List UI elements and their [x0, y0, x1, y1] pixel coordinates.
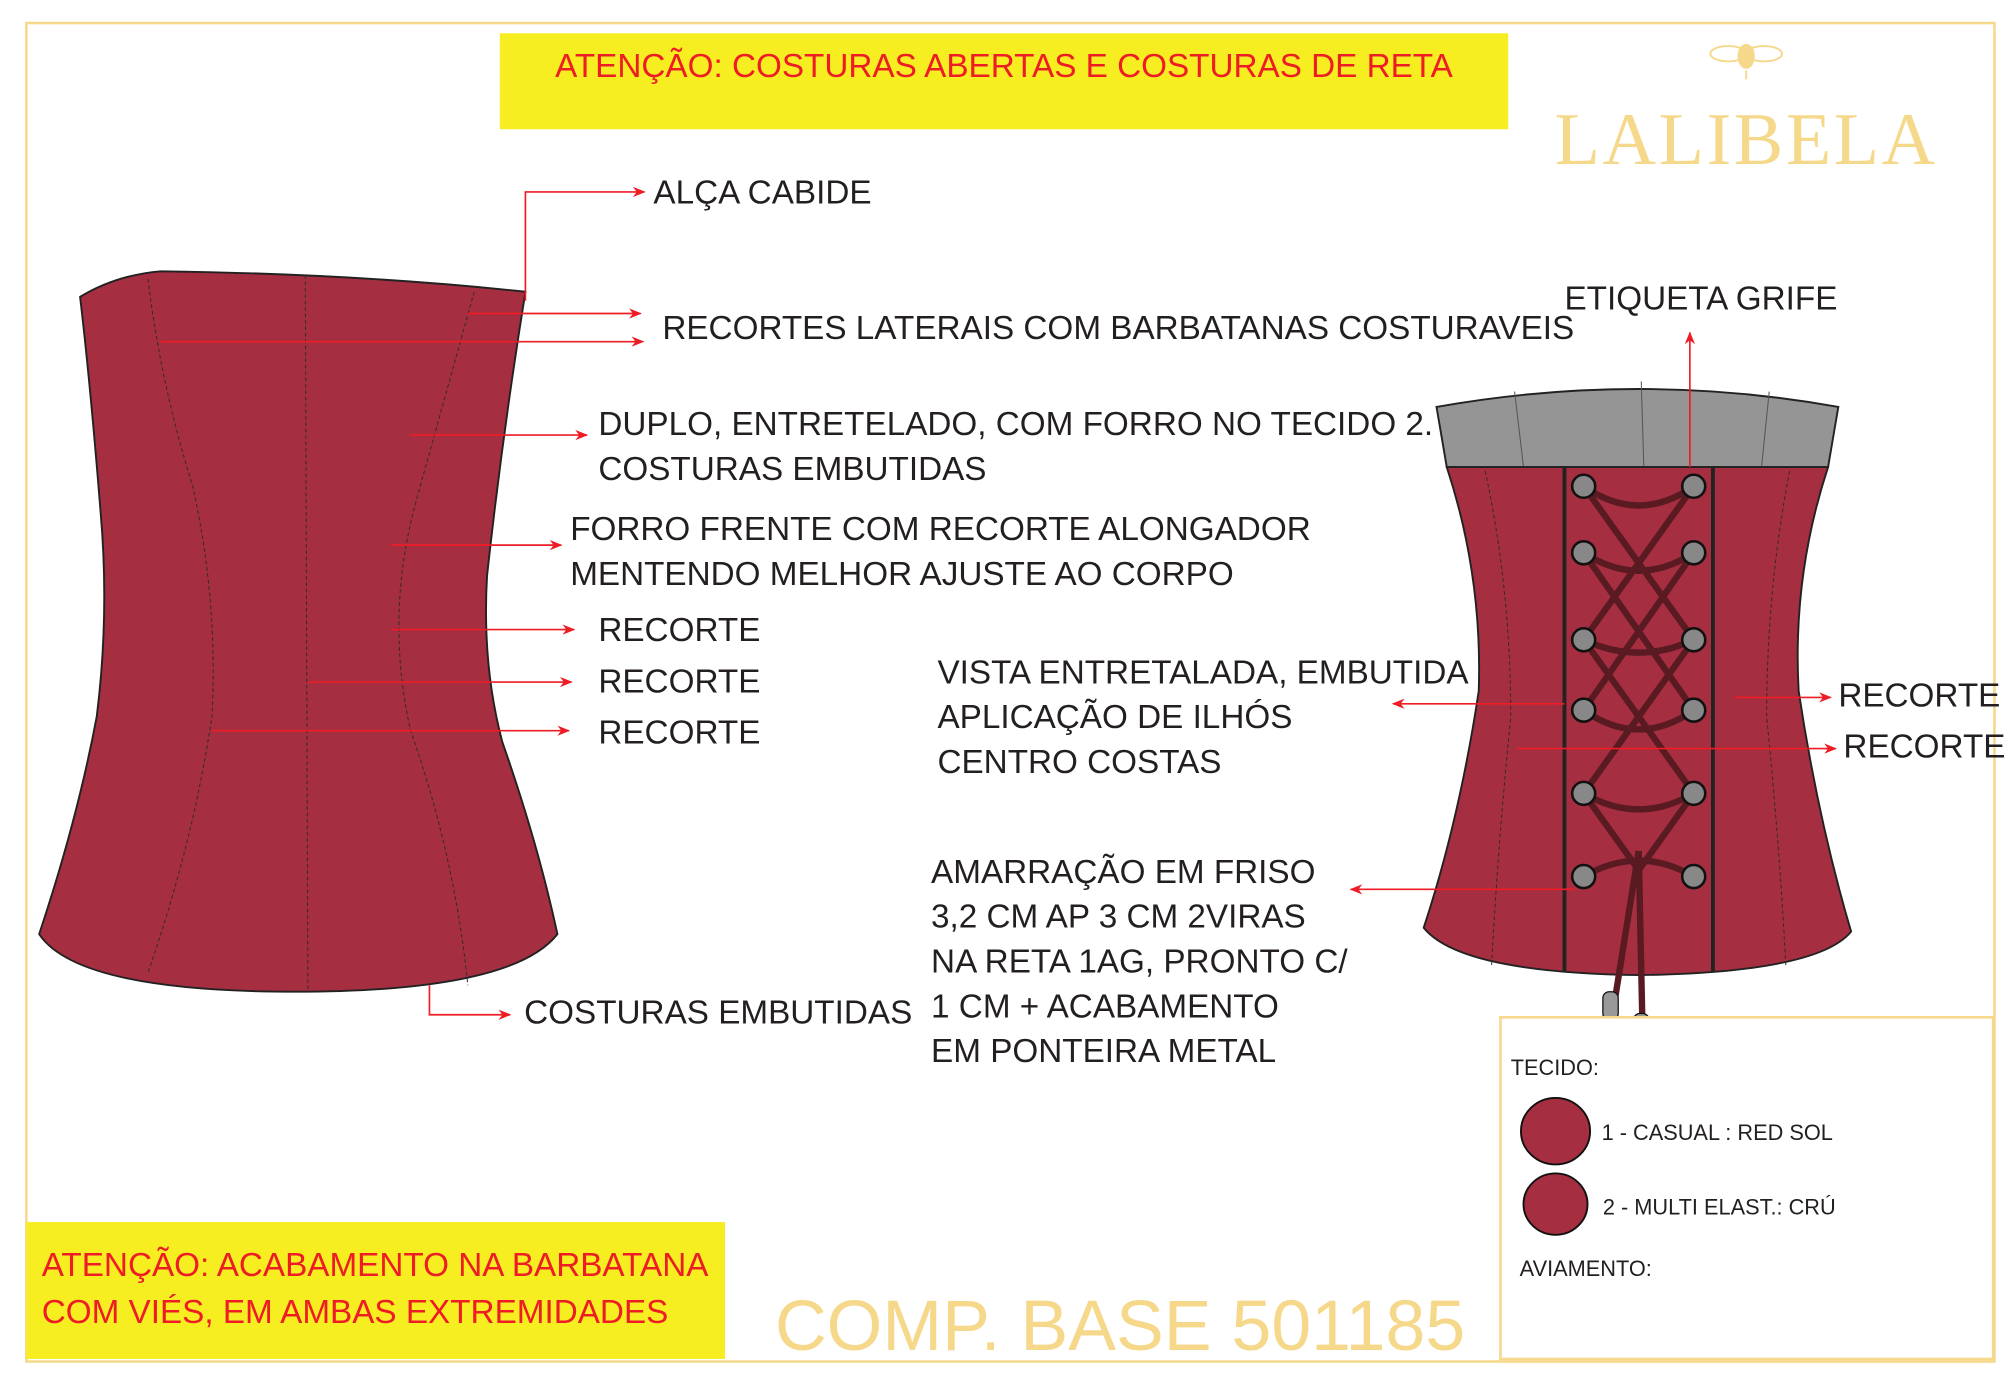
label-forro-1: FORRO FRENTE COM RECORTE ALONGADOR — [570, 511, 1311, 548]
top-banner: ATENÇÃO: COSTURAS ABERTAS E COSTURAS DE … — [499, 33, 1509, 130]
page-border — [25, 21, 1996, 1363]
warning-line-1: ATENÇÃO: ACABAMENTO NA BARBATANA — [42, 1246, 710, 1284]
label-duplo-1: DUPLO, ENTRETELADO, COM FORRO NO TECIDO … — [598, 406, 1433, 443]
label-back-recorte-1: RECORTE — [1838, 677, 2000, 714]
back-leader-lines — [1349, 331, 1838, 895]
label-amarracao-5: EM PONTEIRA METAL — [931, 1033, 1276, 1070]
fabric-label-1: 1 - CASUAL : RED SOL — [1602, 1120, 1833, 1145]
top-banner-text: ATENÇÃO: COSTURAS ABERTAS E COSTURAS DE … — [555, 47, 1454, 85]
brand-logo: LALIBELA — [1555, 43, 1938, 181]
label-costuras-embutidas: COSTURAS EMBUTIDAS — [524, 995, 912, 1032]
label-recorte-2: RECORTE — [598, 663, 760, 700]
label-amarracao-1: AMARRAÇÃO EM FRISO — [931, 853, 1315, 891]
fabric-legend: TECIDO: 1 - CASUAL : RED SOL 2 - MULTI E… — [1499, 1016, 1995, 1361]
label-amarracao-3: NA RETA 1AG, PRONTO C/ — [931, 944, 1348, 981]
label-etiqueta-grife: ETIQUETA GRIFE — [1564, 281, 1837, 318]
aviamento-title: AVIAMENTO: — [1520, 1256, 1652, 1281]
bee-icon — [1709, 43, 1783, 80]
label-duplo-2: COSTURAS EMBUTIDAS — [598, 451, 986, 488]
fabric-swatch-2 — [1522, 1172, 1589, 1236]
label-vista-3: CENTRO COSTAS — [937, 744, 1221, 781]
front-leader-lines — [160, 186, 646, 1020]
warning-line-2: COM VIÉS, EM AMBAS EXTREMIDADES — [42, 1294, 669, 1331]
back-corset-drawing — [1422, 381, 1853, 1043]
label-alca-cabide: ALÇA CABIDE — [653, 174, 871, 211]
comp-base-code: COMP. BASE 501185 — [775, 1286, 1465, 1366]
label-recorte-3: RECORTE — [598, 714, 760, 751]
label-vista-1: VISTA ENTRETALADA, EMBUTIDA — [937, 654, 1469, 691]
label-amarracao-4: 1 CM + ACABAMENTO — [931, 988, 1279, 1025]
label-forro-2: MENTENDO MELHOR AJUSTE AO CORPO — [570, 556, 1234, 593]
brand-name: LALIBELA — [1555, 99, 1938, 181]
label-amarracao-2: 3,2 CM AP 3 CM 2VIRAS — [931, 899, 1306, 936]
label-vista-2: APLICAÇÃO DE ILHÓS — [937, 698, 1292, 736]
label-back-recorte-2: RECORTE — [1843, 729, 2005, 766]
fabric-label-2: 2 - MULTI ELAST.: CRÚ — [1603, 1194, 1836, 1219]
fabric-swatch-1 — [1520, 1096, 1592, 1166]
eyelet-icons — [1570, 473, 1707, 890]
bottom-warning: ATENÇÃO: ACABAMENTO NA BARBATANA COM VIÉ… — [26, 1222, 726, 1359]
tecido-title: TECIDO: — [1511, 1055, 1599, 1080]
front-corset-drawing — [38, 270, 559, 993]
label-recortes-laterais: RECORTES LATERAIS COM BARBATANAS COSTURA… — [662, 310, 1574, 347]
label-recorte-1: RECORTE — [598, 612, 760, 649]
